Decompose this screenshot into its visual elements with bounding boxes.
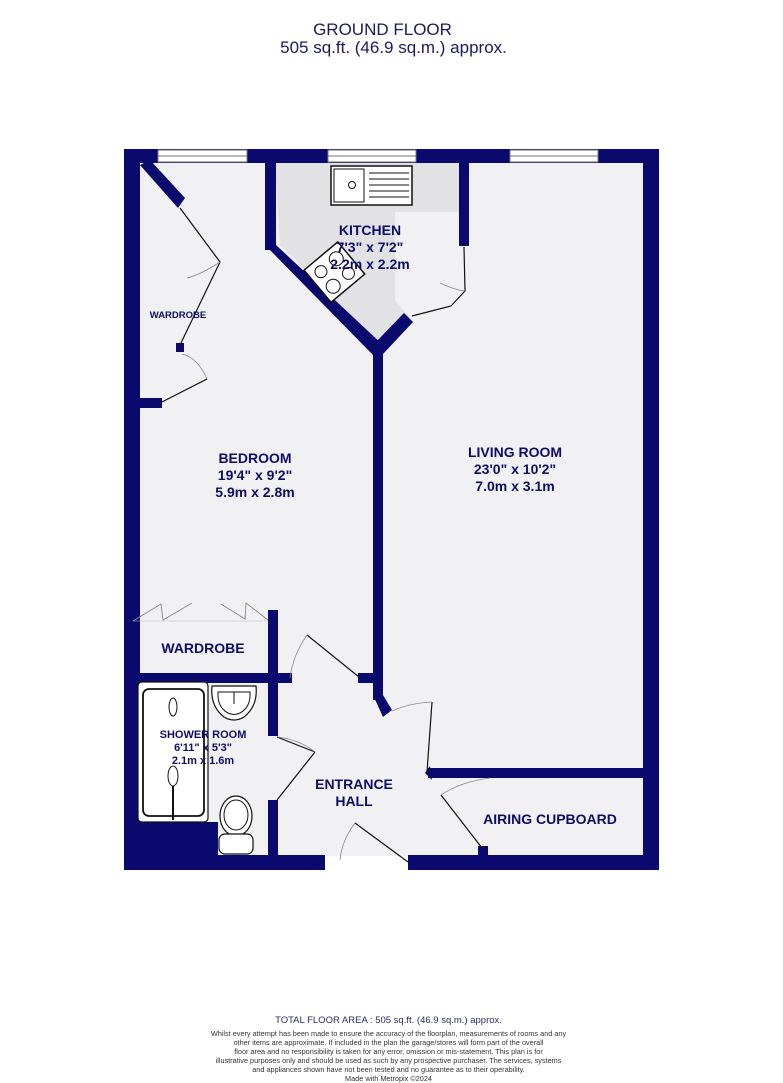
room-name: ENTRANCE [315,776,393,792]
kitchen-sink-icon [330,165,413,206]
bottom-wall-right [408,855,659,870]
walls [124,149,659,870]
hob-icon [303,240,366,304]
floor-title: GROUND FLOOR [313,20,452,39]
kitchen-right-wall [459,149,469,246]
room-name: LIVING ROOM [467,444,563,460]
kitchen-short-wall [373,313,413,354]
room-dims-metric: 5.9m x 2.8m [215,484,295,500]
room-label-wardrobe-bottom: WARDROBE [140,640,266,657]
room-dims-imperial: 19'4" x 9'2" [217,467,293,483]
total-floor-area: TOTAL FLOOR AREA : 505 sq.ft. (46.9 sq.m… [275,1015,502,1026]
room-name: AIRING CUPBOARD [483,811,617,827]
airing-cupboard-wall [428,768,644,778]
right-wall [643,149,659,870]
shower-tray-icon [137,681,209,823]
disclaimer-line: other items are approximate. If included… [233,1038,544,1047]
disclaimer: Whilst every attempt has been made to en… [0,1029,780,1083]
disclaimer-line: floor area and no responsibility is take… [234,1047,543,1056]
room-label-entrance-hall: ENTRANCE HALL [294,776,414,810]
room-dims-imperial: 23'0" x 10'2" [473,461,557,477]
room-label-shower-room: SHOWER ROOM 6'11" x 5'3" 2.1m x 1.6m [143,729,263,768]
disclaimer-line: illustrative purposes only and should be… [215,1056,562,1065]
kitchen-diagonal-wall [265,245,383,355]
kitchen-worktop [275,162,460,340]
airing-cupboard-wall-tip [425,766,432,780]
floor-area: 505 sq.ft. (46.9 sq.m.) approx. [280,38,507,57]
room-name-line2: HALL [335,793,373,809]
room-label-living-room: LIVING ROOM 23'0" x 10'2" 7.0m x 3.1m [440,444,590,495]
room-dims-imperial: 6'11" x 5'3" [174,742,232,754]
bottom-wall-left [124,855,325,870]
airing-hinge [478,846,488,856]
shower-base-block [140,822,218,856]
room-name: BEDROOM [218,450,292,466]
room-label-bedroom: BEDROOM 19'4" x 9'2" 5.9m x 2.8m [180,450,330,501]
wardrobe-top-diagonal [140,160,185,208]
doors [132,207,491,863]
disclaimer-line: Whilst every attempt has been made to en… [210,1029,567,1038]
basin-icon [211,685,257,721]
wardrobe-bottom-wall [140,673,292,683]
toilet-icon [218,795,254,855]
room-name: WARDROBE [161,640,245,656]
room-dims-metric: 2.2m x 2.2m [330,256,410,272]
shower-right-wall-lower [268,800,278,856]
credit: Made with Metropix ©2024 [345,1074,432,1083]
room-label-kitchen: KITCHEN 7'3" x 7'2" 2.2m x 2.2m [305,222,435,273]
room-name: WARDROBE [149,310,207,321]
kitchen-left-wall [265,149,276,250]
wardrobe-hinge [176,343,184,352]
room-dims-metric: 7.0m x 3.1m [475,478,555,494]
room-dims-metric: 2.1m x 1.6m [171,755,235,767]
partition-wall [373,345,383,700]
room-label-airing-cupboard: AIRING CUPBOARD [470,811,630,828]
room-name: SHOWER ROOM [159,729,247,741]
bedroom-door-nib [140,398,162,408]
room-name: KITCHEN [338,222,402,238]
left-wall [124,149,140,870]
partition-stub [373,695,392,717]
room-dims-imperial: 7'3" x 7'2" [336,239,404,255]
partition-nib [358,673,378,683]
disclaimer-line: and appliances shown have not been teste… [252,1065,525,1074]
room-label-wardrobe-top: WARDROBE [136,307,220,324]
